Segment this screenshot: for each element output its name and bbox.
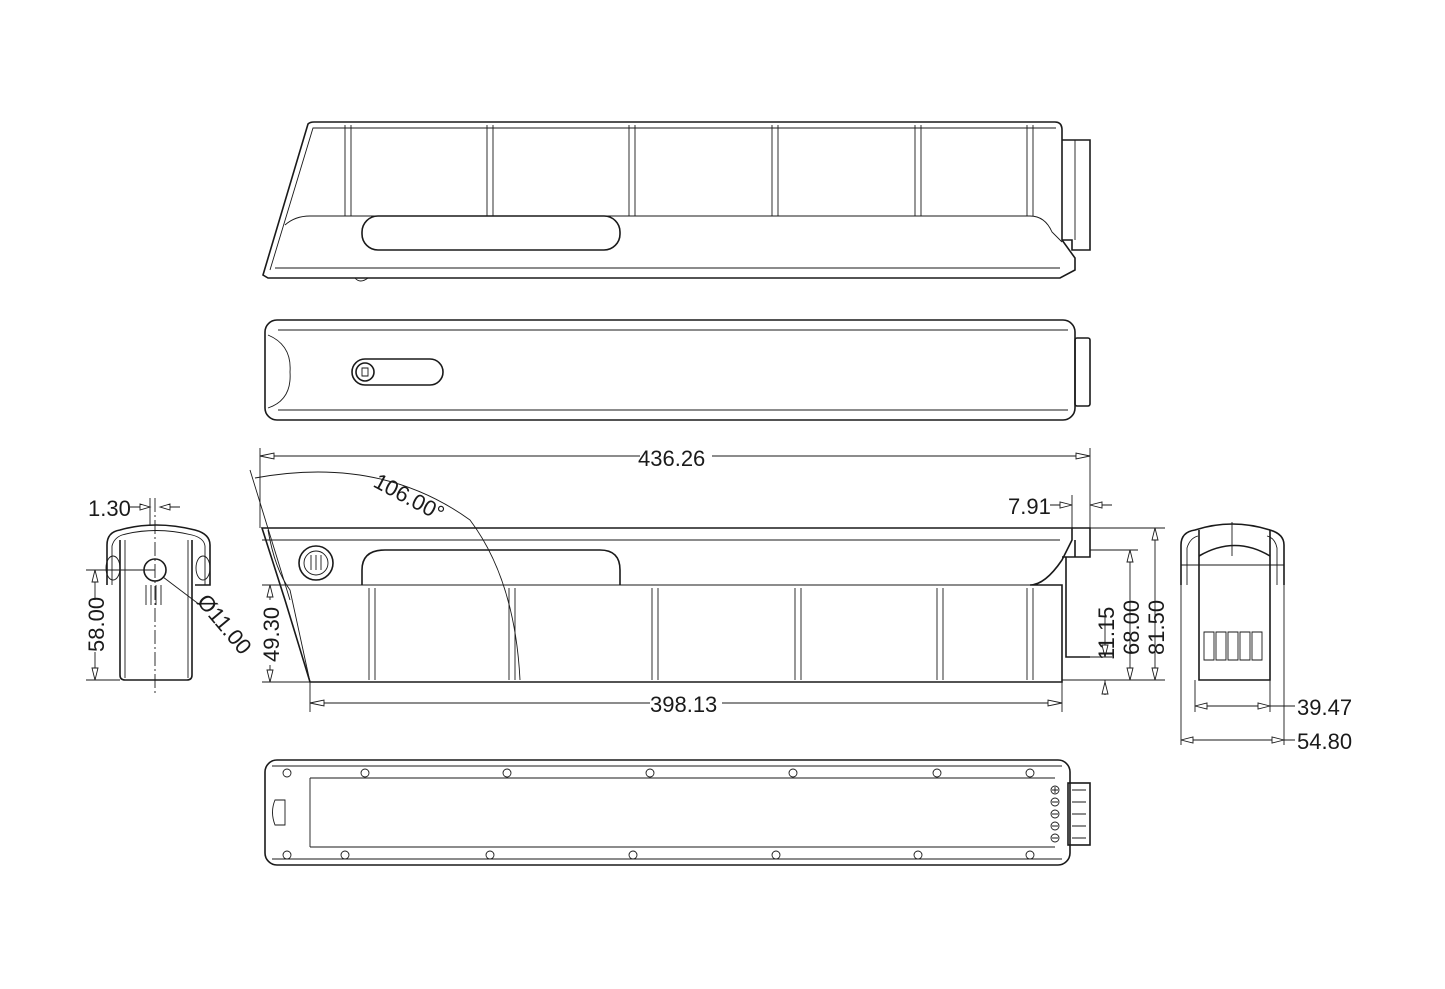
- bottom-view: [264, 759, 1091, 866]
- connector-block: [1062, 139, 1091, 251]
- dim-11-15-label: 11.15: [1094, 607, 1119, 660]
- dim-436-label: 436.26: [638, 446, 705, 471]
- connector-terminal: [1067, 782, 1091, 846]
- handle: [361, 549, 621, 585]
- end-view-left: 1.30 58.00 Ø11.00: [84, 496, 257, 695]
- plan-view-top: [264, 319, 1091, 421]
- dim-398-label: 398.13: [650, 692, 717, 717]
- end-view-right: 39.47 54.80: [1180, 522, 1352, 754]
- dim-1-3-label: 1.30: [88, 496, 131, 521]
- lock-icon: [298, 545, 334, 581]
- dim-angle-label: 106.00°: [370, 468, 449, 526]
- dim-7-91-label: 7.91: [1008, 494, 1051, 519]
- dim-49-3-label: 49.30: [259, 607, 284, 662]
- dim-54-8-label: 54.80: [1297, 729, 1352, 754]
- dim-68-label: 68.00: [1119, 600, 1144, 655]
- screw-row: [282, 768, 1035, 860]
- dim-58-label: 58.00: [84, 597, 109, 652]
- terminal-symbols: [1050, 785, 1060, 843]
- dim-angle: [249, 469, 521, 681]
- rib-group: [368, 588, 1034, 680]
- rib-group: [344, 125, 1034, 216]
- side-view-top: [262, 121, 1091, 282]
- dim-11-label: Ø11.00: [192, 589, 256, 659]
- lock-slot: [351, 358, 444, 386]
- dim-81-5-label: 81.50: [1144, 600, 1169, 655]
- side-view-dimensioned: 436.26 106.00° 7.91 11.15 68.00 81.50 49…: [249, 446, 1169, 717]
- dim-39-47-label: 39.47: [1297, 695, 1352, 720]
- terminal-pins: [1203, 631, 1263, 661]
- dim-436: [259, 448, 1091, 528]
- lock-icon: [355, 362, 375, 382]
